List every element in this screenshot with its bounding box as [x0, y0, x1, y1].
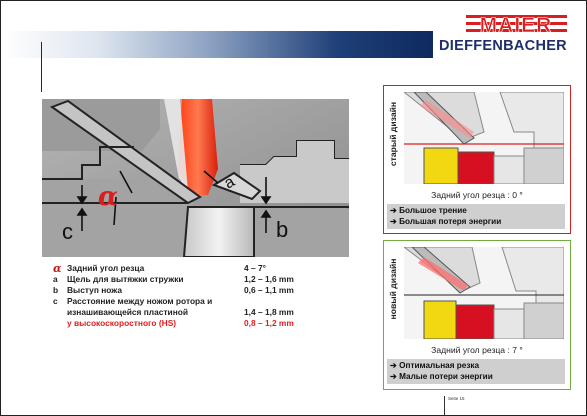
old-design-caption: Задний угол резца : 0 ° — [431, 190, 523, 200]
alpha-symbol: α — [98, 182, 118, 212]
new-design-bullet: ➔ Малые потери энергии — [390, 371, 493, 381]
legend-row: b Выступ ножа 0,6 – 1,1 mm — [53, 285, 353, 296]
legend-symbol: α — [53, 262, 62, 275]
dieffenbacher-logo: DIEFFENBACHER — [439, 38, 567, 54]
legend-label: Задний угол резца — [67, 263, 145, 273]
old-design-bullets: ➔ Большое трение ➔ Большая потеря энерги… — [387, 204, 565, 229]
old-design-panel: старый дизайн Задний угол резца : 0 ° ➔ … — [383, 85, 571, 234]
new-design-bullet: ➔ Оптимальная резка — [390, 361, 480, 370]
decor-line-top — [41, 42, 42, 92]
legend-row: a Щель для вытяжки стружки 1,2 – 1,6 mm — [53, 274, 353, 285]
old-design-title: старый дизайн — [388, 101, 398, 167]
old-design-bullet: ➔ Большая потеря энергии — [390, 216, 502, 226]
new-design-panel: новый дизайн Задний угол резца : 7 ° ➔ О… — [383, 240, 571, 390]
new-design-title: новый дизайн — [388, 258, 398, 320]
legend-label: Выступ ножа — [67, 285, 122, 295]
legend-value: 0,8 – 1,2 mm — [244, 318, 294, 328]
legend-value: 1,4 – 1,8 mm — [244, 307, 294, 317]
legend-value: 4 – 7° — [244, 263, 266, 273]
legend-label: у высокоскоростного (HS) — [67, 318, 177, 328]
parameter-legend: α Задний угол резца 4 – 7° a Щель для вы… — [53, 263, 353, 329]
legend-value: 0,6 – 1,1 mm — [244, 285, 294, 295]
legend-row: c Расстояние между ножом ротора и — [53, 296, 353, 307]
legend-value: 1,2 – 1,6 mm — [244, 274, 294, 284]
page-number: Seite 15 — [448, 396, 465, 401]
legend-row: изнашивающейся пластиной 1,4 – 1,8 mm — [53, 307, 353, 318]
legend-row: α Задний угол резца 4 – 7° — [53, 263, 353, 274]
legend-label: Щель для вытяжки стружки — [67, 274, 184, 284]
new-design-illustration — [404, 247, 564, 339]
old-design-illustration — [404, 92, 564, 184]
legend-symbol: b — [53, 285, 59, 295]
legend-label: изнашивающейся пластиной — [67, 307, 189, 317]
label-c: c — [62, 219, 73, 244]
footer-divider — [444, 396, 445, 415]
cutter-cross-section-diagram: α c b a — [42, 99, 349, 257]
maier-logo-text: MAIER — [480, 14, 553, 35]
legend-row-highlight: у высокоскоростного (HS) 0,8 – 1,2 mm — [53, 318, 353, 329]
new-design-bullets: ➔ Оптимальная резка ➔ Малые потери энерг… — [387, 359, 565, 384]
label-b: b — [276, 217, 288, 242]
new-design-caption: Задний угол резца : 7 ° — [431, 345, 523, 355]
legend-symbol: c — [53, 296, 58, 306]
header-bar — [1, 31, 433, 58]
legend-symbol: a — [53, 274, 58, 284]
legend-label: Расстояние между ножом ротора и — [67, 296, 213, 306]
old-design-bullet: ➔ Большое трение — [390, 206, 467, 215]
maier-logo: MAIER — [464, 13, 569, 35]
